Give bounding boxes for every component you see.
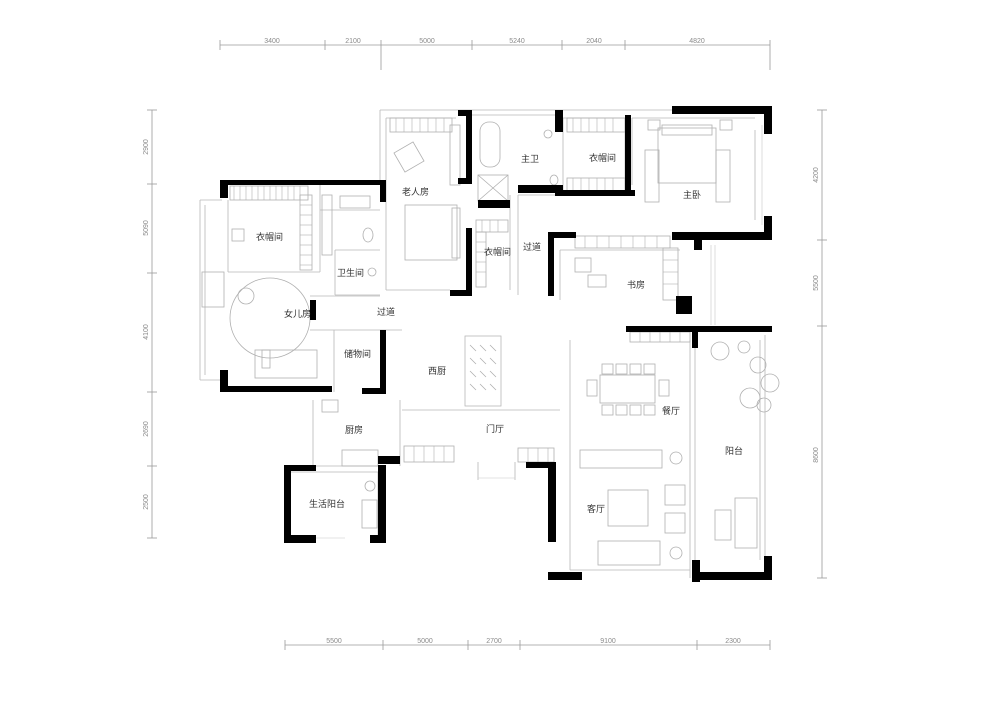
wall <box>466 110 472 184</box>
dim-left-4: 2690 <box>143 421 150 437</box>
wall <box>672 232 772 240</box>
wall <box>526 462 556 468</box>
wall <box>220 370 228 392</box>
dimension-bottom: 5500 5000 2700 9100 2300 <box>284 638 771 650</box>
wall <box>370 535 386 543</box>
label-utility-balcony: 生活阳台 <box>309 498 345 510</box>
dim-left-1: 2900 <box>143 139 150 155</box>
wall <box>764 106 772 134</box>
wall <box>284 465 291 543</box>
wall <box>555 110 563 132</box>
wall <box>625 115 631 196</box>
dim-top-3: 5000 <box>419 38 435 45</box>
dim-left-5: 2500 <box>143 494 150 510</box>
label-storage: 储物间 <box>344 348 371 360</box>
dim-top-6: 4820 <box>689 38 705 45</box>
label-elder-room: 老人房 <box>402 186 429 198</box>
dim-top-5: 2040 <box>586 38 602 45</box>
dim-top-4: 5240 <box>509 38 525 45</box>
furniture <box>201 119 780 566</box>
wall <box>548 462 556 542</box>
wall <box>380 180 386 202</box>
wall <box>518 185 558 193</box>
wall <box>466 228 472 296</box>
dim-top-1: 3400 <box>264 38 280 45</box>
dim-right-2: 5500 <box>813 275 820 291</box>
label-bathroom: 卫生间 <box>337 267 364 279</box>
dimension-right: 4200 5500 8600 <box>813 109 827 579</box>
wall <box>284 535 316 543</box>
room-labels: 衣帽间 老人房 主卫 衣帽间 主卧 卫生间 衣帽间 过道 女儿房 过道 书房 储… <box>256 152 743 515</box>
wall <box>220 386 332 392</box>
wall <box>692 326 698 348</box>
wall <box>548 232 554 296</box>
wall <box>555 190 635 196</box>
walls <box>220 106 772 582</box>
wall <box>320 180 385 185</box>
dim-bottom-3: 2700 <box>486 638 502 645</box>
dim-bottom-1: 5500 <box>326 638 342 645</box>
wall <box>220 180 320 185</box>
wall <box>458 178 472 184</box>
label-master-bath: 主卫 <box>521 153 539 165</box>
label-master-closet: 衣帽间 <box>589 152 616 164</box>
wall <box>692 560 700 582</box>
label-daughter-closet: 衣帽间 <box>256 231 283 243</box>
wall <box>284 465 316 471</box>
dim-top-2: 2100 <box>345 38 361 45</box>
label-study: 书房 <box>627 279 645 291</box>
label-living: 客厅 <box>587 503 605 515</box>
label-corridor-left: 过道 <box>377 306 395 318</box>
label-daughter-room: 女儿房 <box>284 308 311 320</box>
wall <box>764 216 772 240</box>
wall <box>458 110 472 116</box>
label-balcony: 阳台 <box>725 445 743 457</box>
label-dining: 餐厅 <box>662 405 680 417</box>
wall <box>548 572 582 580</box>
dim-bottom-2: 5000 <box>417 638 433 645</box>
dim-left-2: 5090 <box>143 220 150 236</box>
dim-left-3: 4100 <box>143 324 150 340</box>
label-master-bedroom: 主卧 <box>683 189 701 201</box>
wall <box>450 290 472 296</box>
wall <box>764 556 772 580</box>
wall <box>378 456 400 464</box>
wall <box>548 232 576 238</box>
label-corridor-right: 过道 <box>523 241 541 253</box>
wall <box>380 330 386 394</box>
wall <box>694 240 702 250</box>
wall <box>478 200 510 208</box>
wall <box>310 300 316 320</box>
label-foyer: 门厅 <box>486 423 504 435</box>
wall <box>362 388 386 394</box>
label-walk-closet: 衣帽间 <box>484 246 511 258</box>
dim-bottom-5: 2300 <box>725 638 741 645</box>
wall <box>672 106 772 114</box>
wall <box>676 296 692 314</box>
label-western-kitchen: 西厨 <box>428 366 446 377</box>
wall <box>220 180 228 198</box>
wall <box>626 326 772 332</box>
label-kitchen: 厨房 <box>345 424 363 436</box>
dimension-top: 3400 2100 5000 5240 2040 4820 <box>219 38 771 70</box>
dim-right-1: 4200 <box>813 167 820 183</box>
wall <box>692 572 772 580</box>
dimension-left: 2900 5090 4100 2690 2500 <box>143 109 157 539</box>
wall <box>378 465 386 543</box>
dim-bottom-4: 9100 <box>600 638 616 645</box>
dim-right-3: 8600 <box>813 447 820 463</box>
